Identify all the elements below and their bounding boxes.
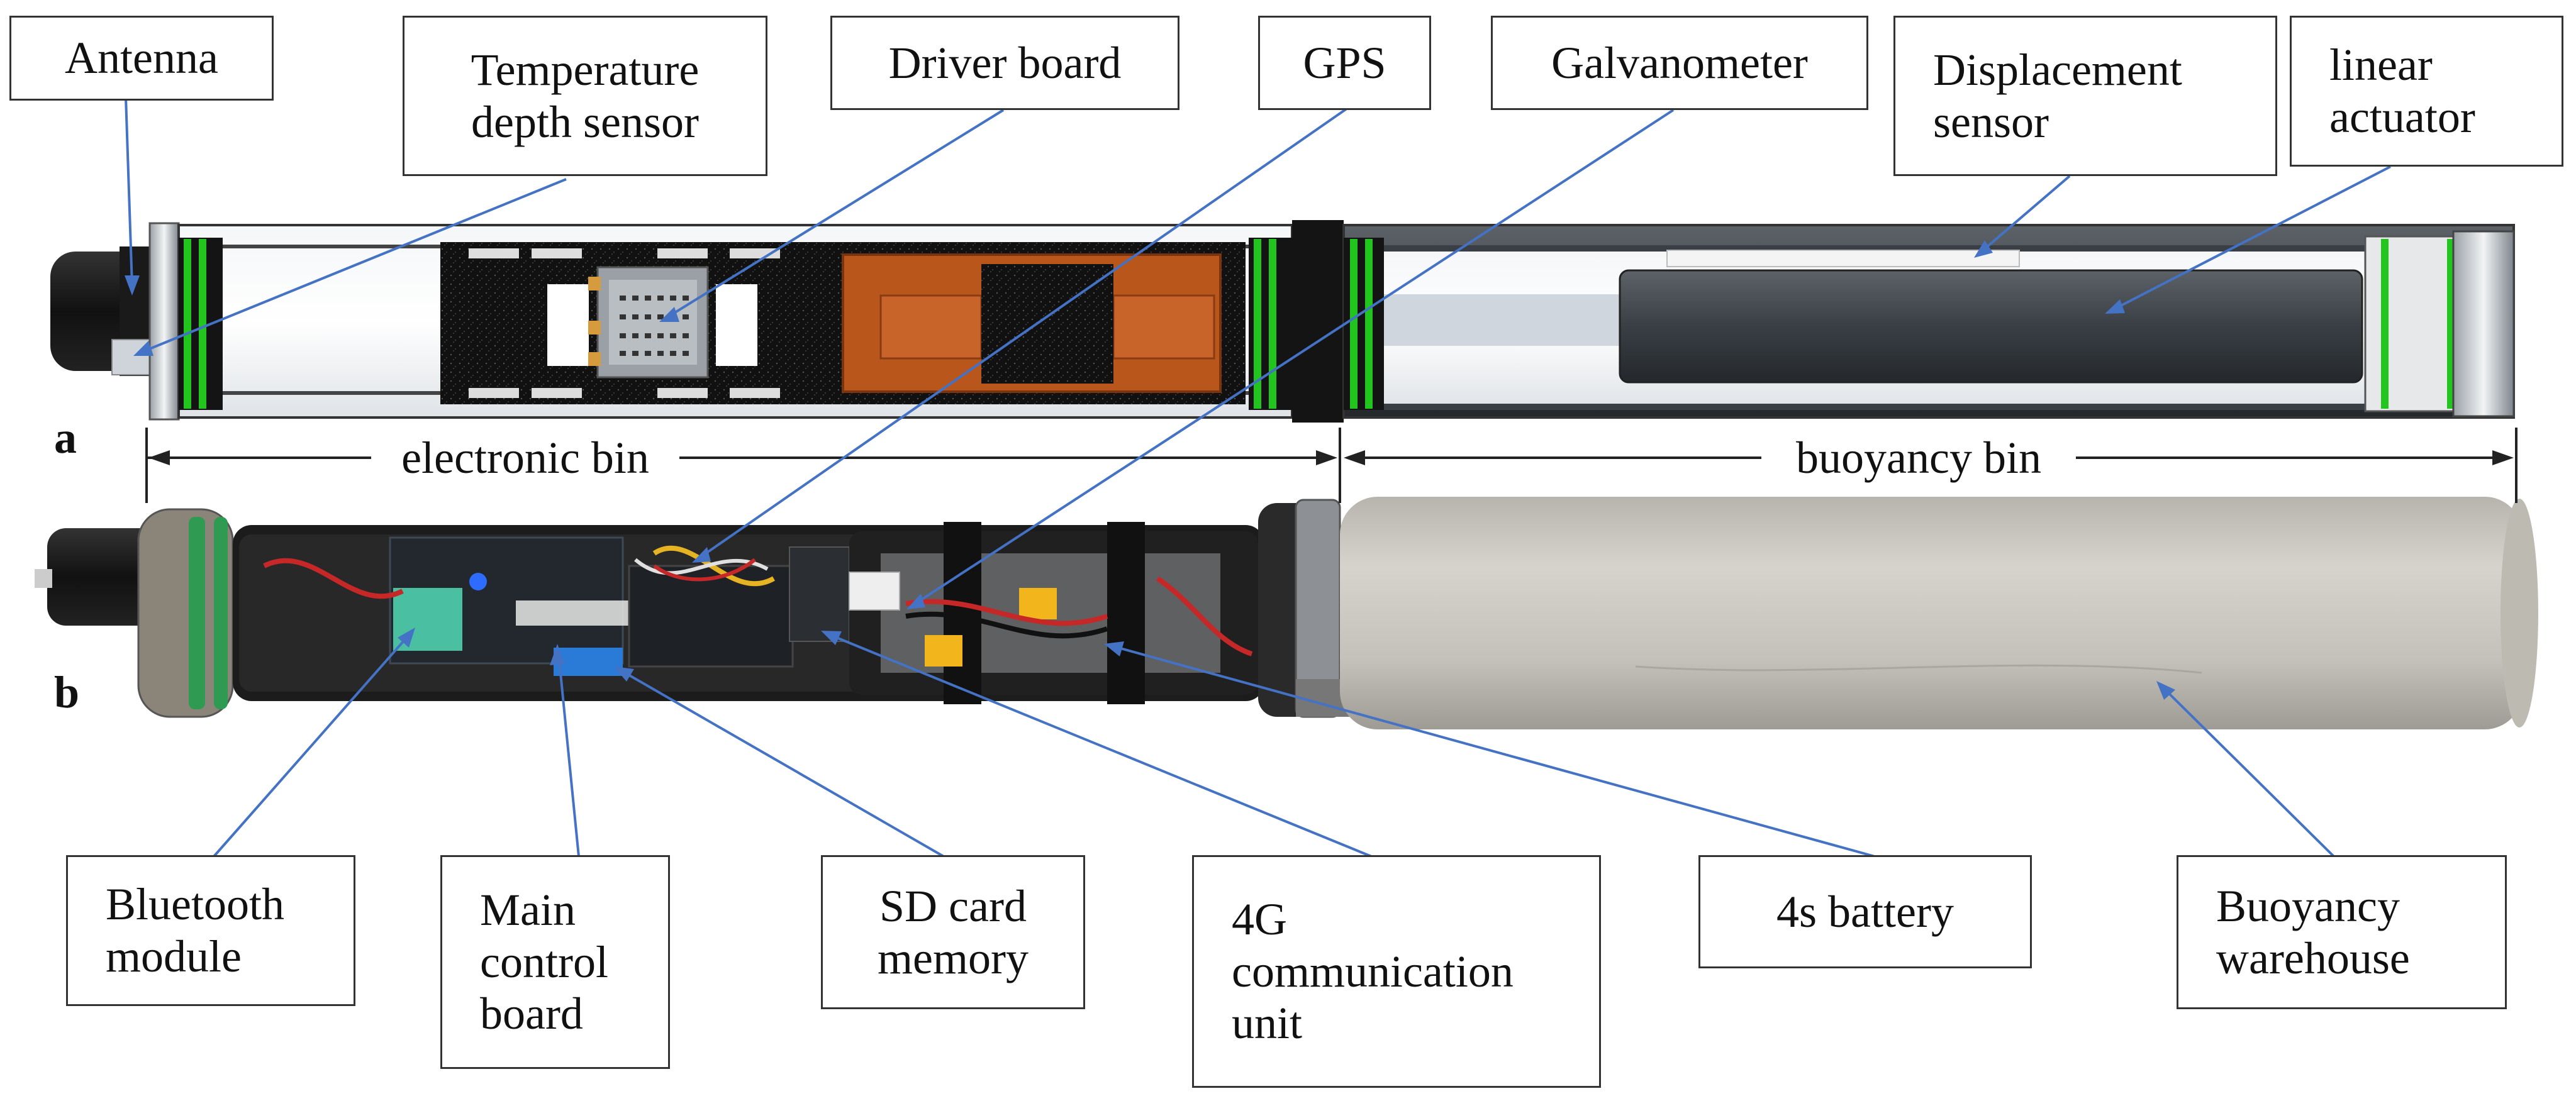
- leader-buoyancy-warehouse: [2163, 687, 2335, 858]
- leader-bluetooth: [213, 634, 410, 858]
- panel-label-b: b: [54, 667, 80, 717]
- linear-actuator-body: [1619, 269, 2363, 384]
- label-buoyancy-warehouse: Buoyancy warehouse: [2177, 855, 2507, 1009]
- label-4g-communication-unit: 4G communication unit: [1192, 855, 1601, 1088]
- seal-rings-left: [179, 238, 223, 410]
- leader-gps: [700, 106, 1351, 558]
- label-driver-board: Driver board: [830, 16, 1179, 110]
- label-displacement-sensor: Displacement sensor: [1893, 16, 2277, 176]
- leader-linear-actuator: [2113, 165, 2391, 311]
- label-gps: GPS: [1258, 16, 1431, 110]
- label-galvanometer: Galvanometer: [1491, 16, 1868, 110]
- seal-rings-mid: [1249, 238, 1293, 410]
- left-end-cap: [148, 222, 180, 421]
- leader-displacement: [1980, 175, 2071, 253]
- leader-main-control: [557, 653, 580, 857]
- cad-model: [50, 220, 2515, 423]
- leader-4g: [830, 634, 1372, 858]
- label-sd-card-memory: SD card memory: [821, 855, 1085, 1009]
- buoyancy-bin-label: buoyancy bin: [1796, 433, 2041, 483]
- piston-rod: [1384, 294, 1623, 346]
- leader-driver-board: [666, 109, 1005, 319]
- displacement-sensor-rail: [1666, 250, 2020, 267]
- central-bulkhead: [1292, 220, 1344, 423]
- label-antenna: Antenna: [9, 16, 274, 101]
- prototype-photo: [35, 497, 2538, 729]
- photo-buoyancy-warehouse: [1340, 497, 2523, 729]
- photo-antenna-cap: [47, 528, 160, 626]
- label-temperature-depth-sensor: Temperature depth sensor: [403, 16, 767, 176]
- dimension-lines: electronic bin buoyancy bin: [145, 428, 2517, 503]
- panel-label-a: a: [54, 412, 77, 463]
- photo-4g-unit: [789, 546, 850, 642]
- label-4s-battery: 4s battery: [1698, 855, 2032, 968]
- electronic-bin-label: electronic bin: [401, 433, 649, 483]
- label-linear-actuator: linear actuator: [2290, 16, 2563, 167]
- leader-lines: [125, 97, 2391, 858]
- leader-temp-depth: [141, 178, 567, 353]
- label-main-control-board: Main control board: [440, 855, 670, 1069]
- leader-battery: [1113, 645, 1875, 858]
- seal-rings-right-of-bulkhead: [1344, 238, 1384, 410]
- leader-sd-card: [622, 670, 944, 858]
- photo-sd-card: [554, 648, 623, 676]
- label-bluetooth-module: Bluetooth module: [66, 855, 355, 1006]
- leader-galvanometer: [914, 109, 1675, 605]
- right-end-assembly: [2364, 230, 2515, 418]
- photo-galvanometer: [849, 572, 900, 611]
- leader-antenna: [125, 97, 133, 287]
